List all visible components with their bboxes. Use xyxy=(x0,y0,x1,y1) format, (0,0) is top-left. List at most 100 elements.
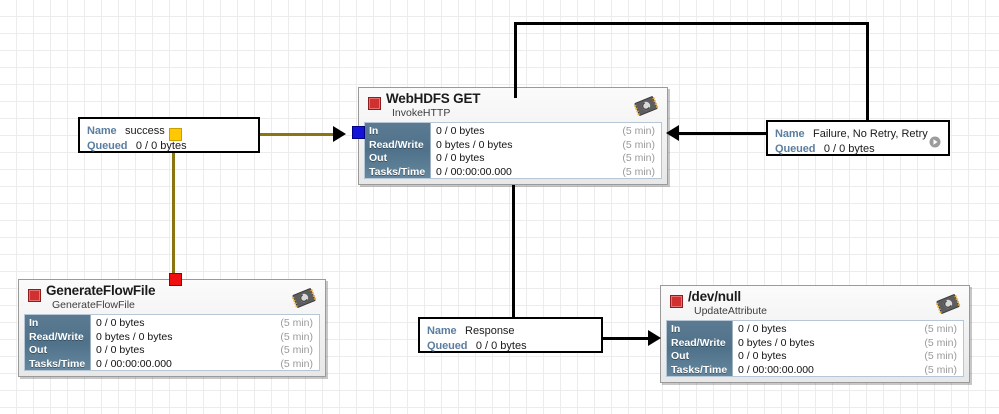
connection-queued-value: 0 / 0 bytes xyxy=(475,340,527,352)
processor-stats-values: 0 / 0 bytes (5 min) 0 bytes / 0 bytes (5… xyxy=(431,123,661,178)
stat-label-read-write: Read/Write xyxy=(369,138,424,151)
stat-row-tasks-time: 0 / 00:00:00.000 (5 min) xyxy=(436,166,661,180)
processor-type: GenerateFlowFile xyxy=(52,299,135,311)
connection-name-value: Response xyxy=(465,325,515,337)
connection-line-response-horizontal[interactable] xyxy=(603,337,658,340)
processor-chip-icon xyxy=(291,285,317,311)
stat-value-tasks-time: 0 / 00:00:00.000 xyxy=(738,363,814,376)
connection-label-failure[interactable]: Name Failure, No Retry, Retry Queued 0 /… xyxy=(766,120,950,156)
connection-queued-key: Queued xyxy=(427,340,468,352)
connection-name-row: Name Response xyxy=(427,323,594,338)
stat-period-out: (5 min) xyxy=(924,350,957,362)
stat-label-read-write: Read/Write xyxy=(671,336,726,349)
stat-period-in: (5 min) xyxy=(280,317,313,329)
stat-value-read-write: 0 bytes / 0 bytes xyxy=(96,330,173,343)
connection-line-response-vertical[interactable] xyxy=(512,185,515,317)
stat-value-out: 0 / 0 bytes xyxy=(738,350,787,362)
stat-label-tasks-time: Tasks/Time xyxy=(29,357,86,370)
stat-row-read-write: 0 bytes / 0 bytes (5 min) xyxy=(738,337,963,351)
stat-value-out: 0 / 0 bytes xyxy=(96,344,145,356)
stat-label-tasks-time: Tasks/Time xyxy=(671,363,728,376)
stat-row-in: 0 / 0 bytes (5 min) xyxy=(738,323,963,337)
stat-label-out: Out xyxy=(29,344,48,356)
connection-name-key: Name xyxy=(427,325,457,337)
processor-stats-labels: In Read/Write Out Tasks/Time xyxy=(365,123,431,178)
processor-name: WebHDFS GET xyxy=(386,91,481,106)
port-relationship-success-marker[interactable] xyxy=(169,128,182,141)
connection-name-key: Name xyxy=(87,125,117,137)
connection-queued-row: Queued 0 / 0 bytes xyxy=(775,141,941,156)
stat-value-read-write: 0 bytes / 0 bytes xyxy=(738,336,815,349)
processor-stats-labels: In Read/Write Out Tasks/Time xyxy=(667,321,733,376)
processor-dev-null[interactable]: /dev/null UpdateAttribute xyxy=(660,285,970,383)
connection-line-failure-to-webhdfs[interactable] xyxy=(678,132,768,135)
connection-arrow-into-webhdfs xyxy=(666,125,679,141)
stat-period-tasks-time: (5 min) xyxy=(280,357,313,370)
stat-value-in: 0 / 0 bytes xyxy=(96,317,145,329)
stat-period-in: (5 min) xyxy=(924,323,957,335)
stop-status-icon[interactable] xyxy=(28,289,41,302)
connection-line-failure-horizontal-top[interactable] xyxy=(514,22,869,25)
stat-label-in: In xyxy=(369,125,379,137)
stat-label-in: In xyxy=(29,317,39,329)
processor-stats: In Read/Write Out Tasks/Time 0 / 0 bytes… xyxy=(24,314,320,371)
processor-type: UpdateAttribute xyxy=(694,305,767,317)
processor-name: /dev/null xyxy=(688,289,741,304)
stat-period-read-write: (5 min) xyxy=(622,138,655,151)
stat-row-out: 0 / 0 bytes (5 min) xyxy=(738,350,963,364)
connection-label-response[interactable]: Name Response Queued 0 / 0 bytes xyxy=(418,317,603,353)
stat-label-read-write: Read/Write xyxy=(29,330,84,343)
stat-period-read-write: (5 min) xyxy=(280,330,313,343)
processor-name: GenerateFlowFile xyxy=(46,283,156,298)
connection-name-row: Name Failure, No Retry, Retry xyxy=(775,126,941,141)
stat-value-in: 0 / 0 bytes xyxy=(436,125,485,137)
stat-label-in: In xyxy=(671,323,681,335)
stat-row-in: 0 / 0 bytes (5 min) xyxy=(96,317,319,331)
port-in-webhdfs[interactable] xyxy=(352,126,365,139)
stat-value-read-write: 0 bytes / 0 bytes xyxy=(436,138,513,151)
connection-arrow-into-devnull-in xyxy=(648,330,661,346)
stat-row-tasks-time: 0 / 00:00:00.000 (5 min) xyxy=(96,358,319,372)
stat-row-in: 0 / 0 bytes (5 min) xyxy=(436,125,661,139)
connection-queued-value: 0 / 0 bytes xyxy=(135,140,187,152)
processor-stats-values: 0 / 0 bytes (5 min) 0 bytes / 0 bytes (5… xyxy=(733,321,963,376)
stat-period-tasks-time: (5 min) xyxy=(622,165,655,178)
processor-webhdfs-get[interactable]: WebHDFS GET InvokeHTTP xyxy=(358,87,668,185)
connection-line-success-horizontal[interactable] xyxy=(259,133,337,136)
connection-queued-key: Queued xyxy=(87,140,128,152)
processor-generateflowfile[interactable]: GenerateFlowFile GenerateFlowFile xyxy=(18,279,326,377)
stat-period-out: (5 min) xyxy=(622,152,655,164)
processor-stats-values: 0 / 0 bytes (5 min) 0 bytes / 0 bytes (5… xyxy=(91,315,319,370)
stat-row-tasks-time: 0 / 00:00:00.000 (5 min) xyxy=(738,364,963,378)
connection-line-failure-vertical-right[interactable] xyxy=(866,22,869,122)
processor-chip-icon xyxy=(935,291,961,317)
connection-queued-value: 0 / 0 bytes xyxy=(823,143,875,155)
connection-arrow-into-webhdfs-in xyxy=(333,126,346,142)
stat-label-tasks-time: Tasks/Time xyxy=(369,165,426,178)
stat-period-tasks-time: (5 min) xyxy=(924,363,957,376)
connection-name-row: Name success xyxy=(87,123,251,138)
stat-period-in: (5 min) xyxy=(622,125,655,137)
stop-status-icon[interactable] xyxy=(670,295,683,308)
stat-period-read-write: (5 min) xyxy=(924,336,957,349)
processor-stats-labels: In Read/Write Out Tasks/Time xyxy=(25,315,91,370)
stat-value-tasks-time: 0 / 00:00:00.000 xyxy=(96,357,172,370)
stop-status-icon[interactable] xyxy=(368,97,381,110)
processor-chip-icon xyxy=(633,93,659,119)
processor-header: /dev/null UpdateAttribute xyxy=(661,286,969,320)
connection-queued-row: Queued 0 / 0 bytes xyxy=(87,138,251,153)
loop-arrow-icon[interactable] xyxy=(929,135,941,148)
connection-queued-row: Queued 0 / 0 bytes xyxy=(427,338,594,353)
connection-name-value: Failure, No Retry, Retry xyxy=(813,128,928,140)
processor-header: GenerateFlowFile GenerateFlowFile xyxy=(19,280,325,314)
stat-row-out: 0 / 0 bytes (5 min) xyxy=(436,152,661,166)
stat-label-out: Out xyxy=(369,152,388,164)
connection-name-key: Name xyxy=(775,128,805,140)
stat-value-in: 0 / 0 bytes xyxy=(738,323,787,335)
connection-name-value: success xyxy=(125,125,165,137)
port-out-generateflowfile[interactable] xyxy=(169,273,182,286)
connection-line-failure-vertical-left[interactable] xyxy=(514,22,517,98)
connection-line-success-vertical[interactable] xyxy=(172,133,175,279)
stat-row-out: 0 / 0 bytes (5 min) xyxy=(96,344,319,358)
